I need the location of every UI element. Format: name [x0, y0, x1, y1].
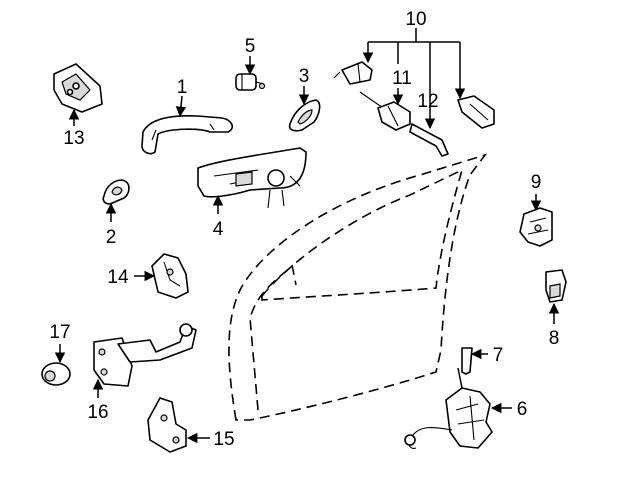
lock-knob-part: [461, 347, 473, 375]
lock-rod-part: [409, 123, 449, 157]
outside-handle-part: [141, 115, 234, 155]
handle-cap-part: [102, 179, 130, 205]
callout-9: 9: [531, 172, 542, 193]
callout-2: 2: [106, 227, 117, 248]
door-check-part: [93, 323, 197, 387]
callout-1: 1: [177, 77, 188, 98]
lower-hinge-part: [147, 397, 187, 453]
callout-5: 5: [245, 36, 256, 57]
door-outline: [228, 153, 488, 421]
leader-lines: [54, 28, 560, 444]
bezel-part: [288, 99, 321, 132]
callout-14: 14: [107, 267, 129, 288]
callout-13: 13: [63, 128, 84, 149]
key-cylinder-part: [359, 91, 411, 131]
callout-4: 4: [213, 219, 224, 240]
callout-10: 10: [405, 9, 426, 30]
switch-assembly-part: [53, 63, 103, 113]
callout-11: 11: [392, 68, 412, 89]
callout-3: 3: [299, 66, 310, 87]
door-lock-actuator-part: [404, 367, 493, 449]
handle-base-part: [197, 147, 307, 209]
callout-17: 17: [49, 322, 70, 343]
lock-cylinder-set-part: [333, 61, 495, 129]
callout-16: 16: [87, 402, 108, 423]
callout-8: 8: [549, 328, 560, 349]
callout-15: 15: [213, 429, 234, 450]
callout-12: 12: [417, 91, 438, 112]
striker-bracket-part: [545, 269, 567, 303]
striker-part: [519, 207, 553, 247]
callout-6: 6: [517, 399, 528, 420]
callout-7: 7: [493, 345, 504, 366]
bumper-part: [41, 362, 71, 386]
lock-cylinder-cap-part: [235, 73, 266, 91]
upper-hinge-part: [151, 253, 189, 299]
